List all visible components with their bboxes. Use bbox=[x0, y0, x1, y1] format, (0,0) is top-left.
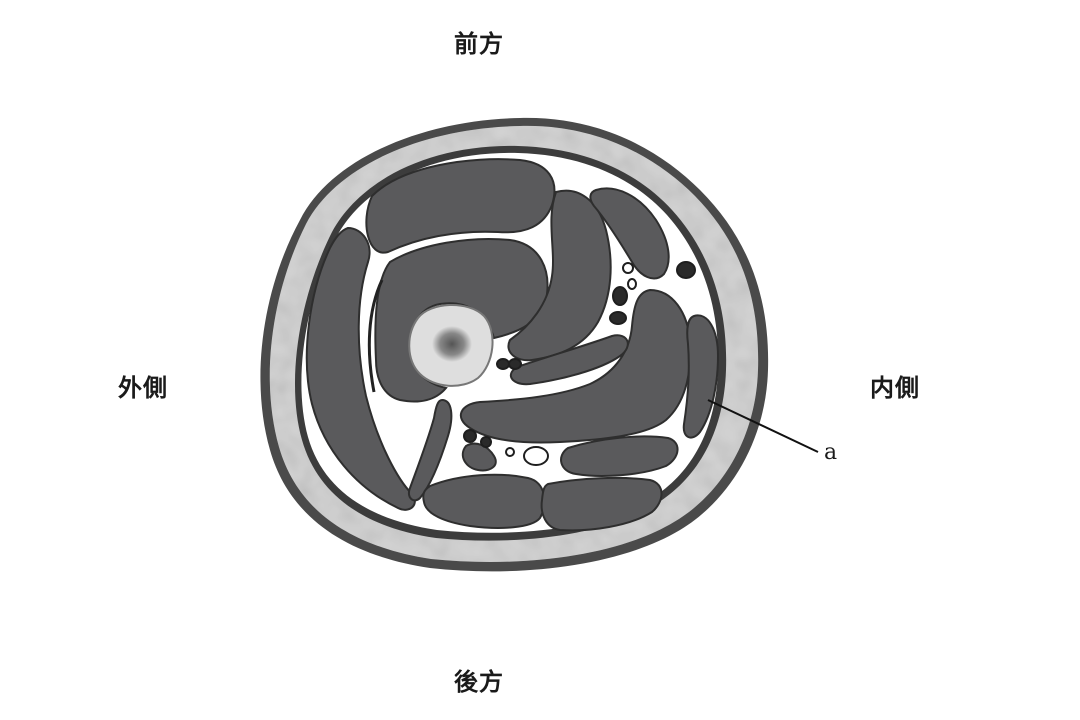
muscle-posterior-left bbox=[422, 473, 546, 529]
anterior-label: 前方 bbox=[454, 29, 504, 58]
vessel-femoral-1 bbox=[622, 262, 634, 274]
medial-label: 内側 bbox=[870, 373, 920, 402]
muscle-sartorius bbox=[589, 187, 670, 280]
vessel-femoral-2 bbox=[612, 286, 628, 306]
muscle-anterior-upper bbox=[365, 158, 556, 254]
muscle-lateral-large bbox=[305, 226, 416, 511]
pointer-line-a bbox=[707, 399, 819, 453]
vessel-sciatic-3 bbox=[505, 447, 515, 457]
posterior-label: 後方 bbox=[454, 667, 504, 696]
sciatic-nerve bbox=[523, 446, 549, 466]
muscle-posterolateral-strip bbox=[408, 398, 453, 502]
muscle-anteromedial bbox=[507, 189, 612, 362]
vessel-femoral-3 bbox=[627, 278, 637, 290]
muscle-central bbox=[374, 237, 549, 403]
vessel-profunda-1 bbox=[496, 358, 510, 370]
lateral-septum-line bbox=[367, 279, 384, 393]
lateral-label: 外側 bbox=[118, 373, 168, 402]
muscle-adductor-longus bbox=[509, 334, 629, 386]
vessel-sciatic-1 bbox=[463, 429, 477, 443]
pointer-label-a: a bbox=[824, 440, 838, 465]
vessel-medial-1 bbox=[676, 261, 696, 279]
muscle-posterior-right bbox=[540, 476, 663, 532]
muscle-gracilis bbox=[682, 314, 720, 439]
femur-marrow bbox=[432, 326, 472, 362]
vessel-sciatic-2 bbox=[480, 436, 492, 448]
muscle-semimembranosus bbox=[560, 435, 679, 477]
vessel-profunda-2 bbox=[508, 358, 522, 370]
vessel-femoral-4 bbox=[609, 311, 627, 325]
